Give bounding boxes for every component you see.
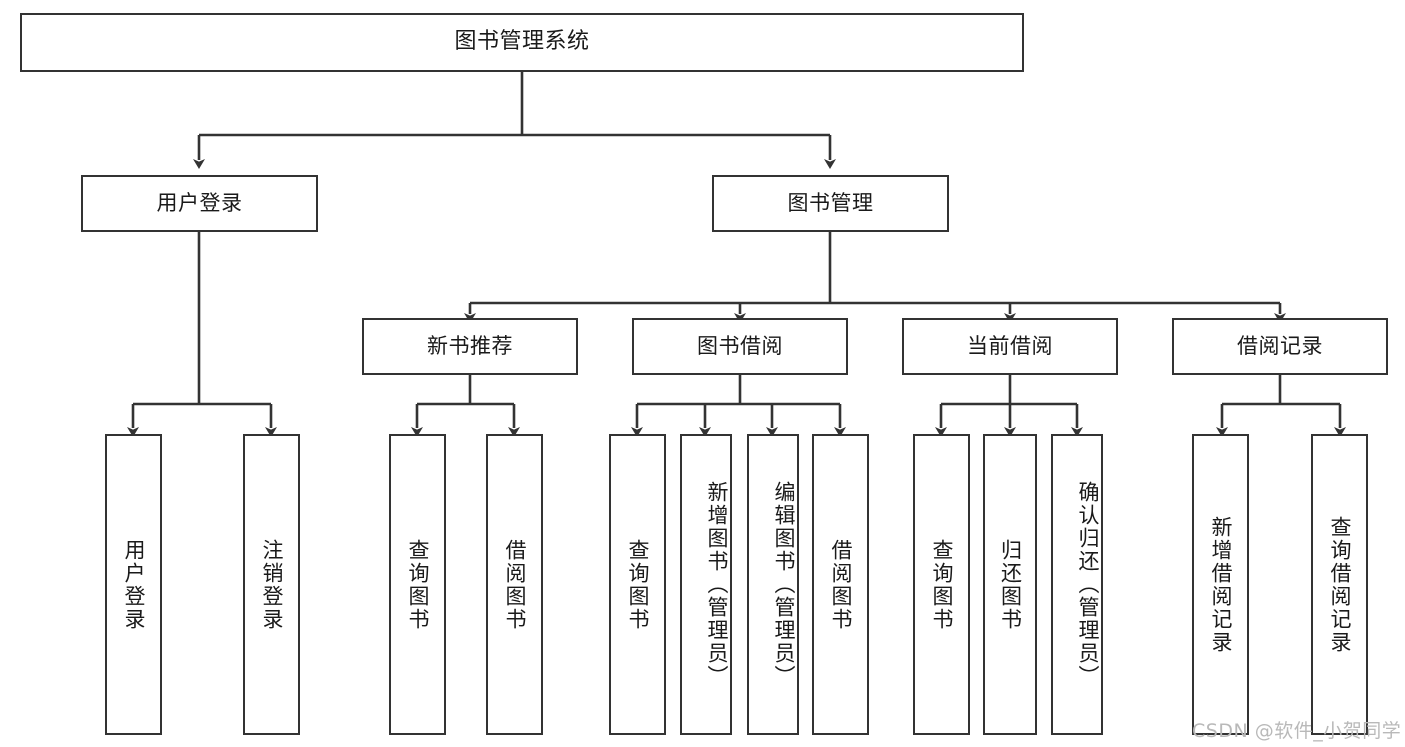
node-new-book-recommend[interactable]: 新书推荐	[362, 318, 578, 375]
leaf-edit-book-admin[interactable]: 编辑图书（管理员）	[747, 434, 799, 735]
node-book-borrow[interactable]: 图书借阅	[632, 318, 848, 375]
leaf-add-book-admin[interactable]: 新增图书（管理员）	[680, 434, 732, 735]
leaf-borrow-book-recommend[interactable]: 借阅图书	[486, 434, 543, 735]
watermark-text: CSDN @软件_小贺同学	[1192, 720, 1402, 742]
node-book-management[interactable]: 图书管理	[712, 175, 949, 232]
leaf-query-book-recommend[interactable]: 查询图书	[389, 434, 446, 735]
leaf-confirm-return-admin[interactable]: 确认归还（管理员）	[1051, 434, 1103, 735]
leaf-query-book-borrow[interactable]: 查询图书	[609, 434, 666, 735]
node-current-borrow[interactable]: 当前借阅	[902, 318, 1118, 375]
node-root-system[interactable]: 图书管理系统	[20, 13, 1024, 72]
leaf-borrow-book[interactable]: 借阅图书	[812, 434, 869, 735]
node-borrow-record[interactable]: 借阅记录	[1172, 318, 1388, 375]
leaf-query-borrow-record[interactable]: 查询借阅记录	[1311, 434, 1368, 735]
leaf-return-book[interactable]: 归还图书	[983, 434, 1037, 735]
leaf-add-borrow-record[interactable]: 新增借阅记录	[1192, 434, 1249, 735]
node-user-login[interactable]: 用户登录	[81, 175, 318, 232]
leaf-user-logout[interactable]: 注销登录	[243, 434, 300, 735]
leaf-user-login[interactable]: 用户登录	[105, 434, 162, 735]
leaf-query-book-current[interactable]: 查询图书	[913, 434, 970, 735]
